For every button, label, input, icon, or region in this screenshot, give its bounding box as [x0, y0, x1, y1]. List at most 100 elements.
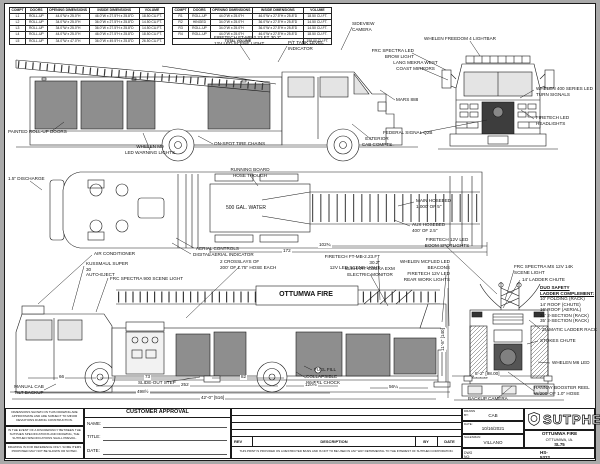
approval-name-line[interactable]: [103, 427, 227, 428]
callout-running-board-hose-trough: RUNNING BOARD HOSE TROUGH: [230, 167, 270, 178]
dim-side-498: 498½: [136, 389, 150, 395]
description-column-header: DESCRIPTION: [320, 439, 348, 444]
salesman-value: VILLANO: [483, 440, 503, 445]
col-header: OPENING DIMENSIONS: [46, 6, 90, 15]
approval-title-label: TITLE:: [87, 434, 101, 439]
street-side-view-drawing: [10, 285, 451, 393]
callout-mcfled-beacons: WHELEN MCFLED LED BEACONS: [399, 259, 450, 270]
dwg-number-value: HS-5322: [540, 450, 551, 460]
rear-view-drawing: [454, 282, 564, 401]
callout-hannay-booster-reel: HANNAY BOOSTER REEL W/200' OF 1.0" HOSE: [534, 385, 590, 396]
approval-title-line[interactable]: [103, 440, 227, 441]
callout-painted-rollup-doors: PAINTED ROLL-UP DOORS: [8, 129, 67, 134]
col-header: VOLUME: [138, 6, 166, 15]
dim-travel-height: 11'-8" [140]: [440, 327, 446, 352]
dim-rear-width: 8'-2" [98.00]: [474, 371, 501, 377]
callout-14ft-ladder-chute: 14' LADDER CHUTE: [522, 277, 565, 282]
callout-main-hosebed: MAIN HOSEBED 1,000' OF 5": [416, 198, 452, 209]
callout-whelen-freedom-lightbar: WHELEN FREEDOM 4 LIGHTBAR: [424, 36, 496, 41]
drawn-date-cell: [462, 421, 524, 434]
customer-box: [524, 430, 595, 448]
callout-boom-spotlights: FIRETECH 12V LED BOOM SPOTLIGHTS: [424, 237, 470, 248]
callout-federal-signal-q2b: FEDERAL SIGNAL Q2B: [383, 130, 433, 135]
approval-date-label: DATE:: [87, 448, 100, 453]
customer-approval-title: CUSTOMER APPROVAL: [126, 409, 189, 415]
callout-whelen-m6-led: WHELEN M6 LED: [552, 360, 590, 365]
revision-row-line: [231, 422, 462, 423]
dim-plan-102: 102¾: [318, 242, 332, 248]
divider: [84, 417, 231, 418]
dim-side-56: 56¼: [388, 384, 399, 390]
callout-frc-spectra-ms-scene-light: FRC SPECTRA MS 12V 14K SCENE LIGHT: [514, 264, 574, 275]
by-column-header: BY: [423, 439, 429, 444]
callout-whelen-m9-warning-lights: WHELEN M9 LED WARNING LIGHTS: [124, 144, 176, 155]
disclaimer-note: IN THE EVENT OF A DISCREPANCY BETWEEN TH…: [5, 426, 84, 443]
callout-whelen-400-turn-signals: WHELEN 400 SERIES LED TURN SIGNALS: [536, 86, 593, 97]
callout-stokes-chute: STOKES CHUTE: [540, 338, 576, 343]
callout-aux-hosebed: AUX HOSEBED 400' OF 2.5": [412, 222, 446, 233]
callout-frc-900-scene-light: FRC SPECTRA 900 SCENE LIGHT: [110, 276, 184, 281]
col-header: VOLUME: [302, 6, 333, 15]
approval-name-label: NAME:: [87, 421, 102, 426]
right-compartment-table: COMPT DOORS OPENING DIMENSIONS INSIDE DI…: [171, 6, 333, 45]
dim-side-73: 73: [144, 374, 152, 380]
restricted-use-note: THIS PRINT IS PROVIDED ON A RESTRICTED B…: [239, 449, 454, 453]
salesman-label: SALESMAN:: [464, 435, 482, 439]
dwg-number-label: DWG NO:: [464, 451, 473, 459]
drawn-date-value: 10/16/2021: [481, 426, 505, 431]
callout-crosslays: 2 CROSSLAYS OF 200' OF 1.75" HOSE EACH: [220, 259, 277, 270]
col-header: COMPT: [8, 6, 27, 15]
col-header: COMPT: [171, 6, 190, 15]
dim-plan-172: 172: [282, 248, 292, 254]
approval-date-line[interactable]: [103, 454, 227, 455]
dim-side-overall-length: 42'-0" [516]: [200, 395, 226, 401]
divider: [231, 446, 462, 447]
salesman-cell: [462, 434, 524, 448]
disclaimer-note: DIMENSIONS SHOWN ON THIS DRAWING ARE APP…: [5, 408, 84, 426]
col-header: OPENING DIMENSIONS: [209, 6, 253, 15]
customer-approval-box: [84, 408, 231, 459]
brand-wordmark: SUTPHEN: [543, 412, 600, 428]
left-compartment-table: COMPT DOORS OPENING DIMENSIONS INSIDE DI…: [8, 6, 166, 45]
model-designation: SL75: [554, 442, 565, 447]
dwg-number-strip: [462, 448, 595, 459]
callout-elkhart-cobra-monitor: ELKHART COBRA EXM ELECTRIC MONITOR: [345, 266, 395, 277]
rev-column-header: REV: [234, 439, 243, 444]
callout-lang-mekra-mirrors: LANG MEKRA WEST COAST MIRRORS: [393, 60, 438, 71]
callout-sideview-camera: SIDEVIEW CAMERA: [352, 21, 375, 32]
callout-discharge-1-5: 1.5" DISCHARGE: [8, 176, 45, 181]
dim-side-66: 66: [58, 374, 66, 380]
callout-collapsible-wheel-chock: COLLAPSIBLE WHEEL CHOCK: [306, 374, 341, 385]
revision-col-line: [437, 436, 438, 446]
revision-col-line: [415, 436, 416, 446]
callout-mars-888: MARS 888: [396, 97, 419, 102]
duo-safety-ladder-list: 10' FOLDING (RACK) 14' ROOF (CHUTE) 16' …: [540, 296, 589, 323]
revision-table: [231, 408, 462, 459]
callout-rear-work-lights: FIRETECH 12V LED REAR WORK LIGHTS: [403, 271, 450, 282]
label-water-tank: 500 GAL. WATER: [226, 205, 267, 211]
callout-exterior-cab-compts: EXTERIOR CAB COMPTS: [361, 136, 393, 147]
revision-row-line: [231, 436, 462, 437]
callout-digital-aerial-indicator: DIGITAL AERIAL INDICATOR: [193, 252, 254, 257]
drawn-by-cell: [462, 408, 524, 421]
callout-ziamatic-ladder-rack: ZIAMATIC LADDER RACK: [542, 327, 598, 332]
sutphen-shield-icon: [528, 412, 540, 426]
callout-firetech-headlights: FIRETECH LED HEADLIGHTS: [536, 115, 570, 126]
callout-frc-brow-light: FRC SPECTRA LED BROW LIGHT: [371, 48, 414, 59]
col-header: DOORS: [25, 6, 48, 15]
revision-row-line: [231, 415, 462, 416]
brand-logo-box: [524, 408, 595, 430]
dim-side-252: 252: [180, 382, 190, 388]
rev-date-column-header: DATE: [444, 439, 455, 444]
drawn-by-label: DRAWN BY:: [464, 409, 476, 417]
drawn-by-value: CAB: [488, 413, 498, 418]
customer-name: OTTUMWA FIRE: [541, 431, 578, 436]
